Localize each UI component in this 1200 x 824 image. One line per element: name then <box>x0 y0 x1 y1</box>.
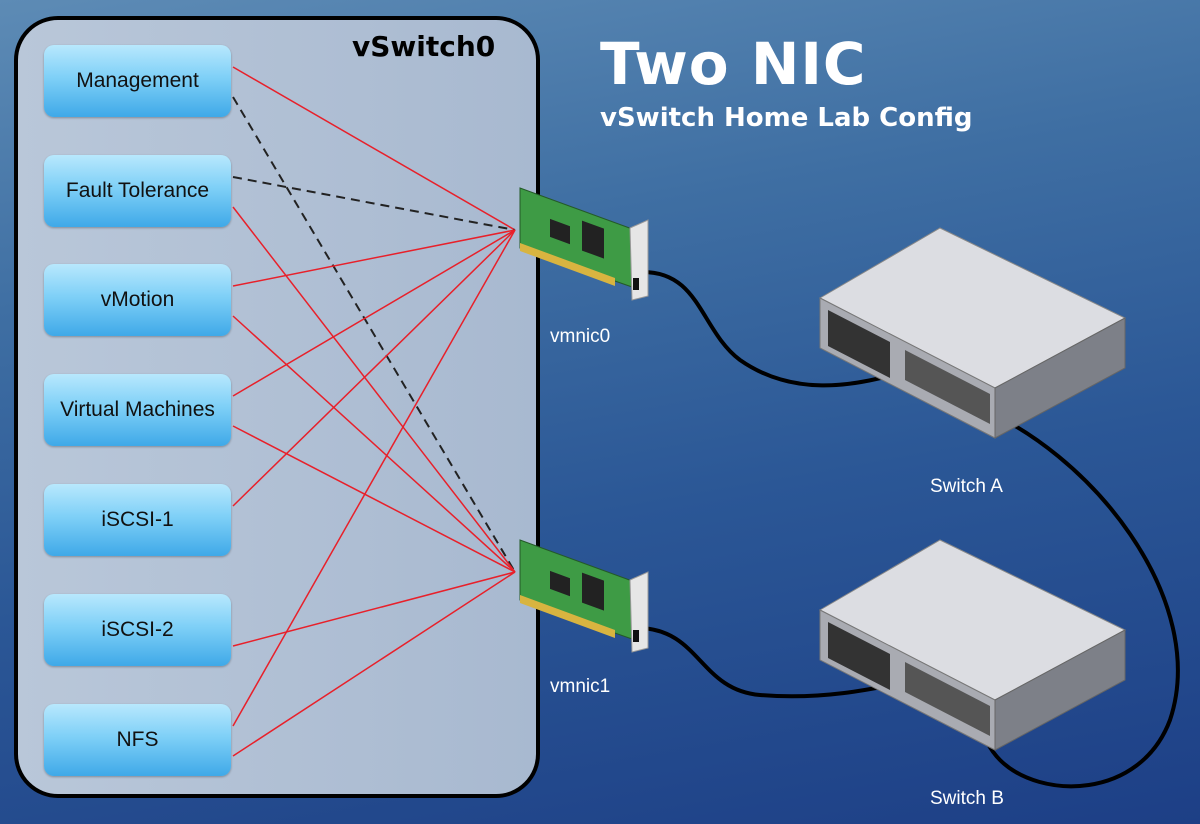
port-group-vmotion: vMotion <box>44 264 231 336</box>
vswitch-label: vSwitch0 <box>352 30 496 63</box>
link-active <box>232 425 516 573</box>
cable-switch-a-switch-b <box>971 403 1180 789</box>
link-active <box>232 571 516 647</box>
link-standby <box>232 96 516 573</box>
link-active <box>232 229 516 397</box>
link-lines <box>232 66 516 757</box>
cable-vmnic1-switch-b <box>639 626 916 699</box>
port-group-fault-tolerance: Fault Tolerance <box>44 155 231 227</box>
port-group-nfs: NFS <box>44 704 231 776</box>
vmnic1-label: vmnic1 <box>550 676 611 697</box>
switch-b-icon <box>818 539 1127 751</box>
port-group-iscsi-1: iSCSI-1 <box>44 484 231 556</box>
switch-a-label: Switch A <box>930 476 1003 497</box>
port-group-management: Management <box>44 45 231 117</box>
link-active <box>232 315 516 573</box>
link-active <box>232 571 516 757</box>
switch-b-label: Switch B <box>930 788 1004 809</box>
nic-card-vmnic0-icon <box>519 187 649 301</box>
vmnic0-label: vmnic0 <box>550 326 611 347</box>
link-active <box>232 66 516 231</box>
cable-vmnic0-switch-a <box>639 269 916 388</box>
link-active <box>232 229 516 727</box>
link-standby <box>232 176 516 231</box>
nic-card-vmnic1-icon <box>519 539 649 653</box>
switch-a-icon <box>818 227 1127 439</box>
port-group-iscsi-2: iSCSI-2 <box>44 594 231 666</box>
port-group-virtual-machines: Virtual Machines <box>44 374 231 446</box>
link-active <box>232 229 516 287</box>
link-active <box>232 206 516 573</box>
diagram-subtitle: vSwitch Home Lab Config <box>600 103 973 133</box>
diagram-title: Two NIC <box>600 30 867 98</box>
link-active <box>232 229 516 507</box>
